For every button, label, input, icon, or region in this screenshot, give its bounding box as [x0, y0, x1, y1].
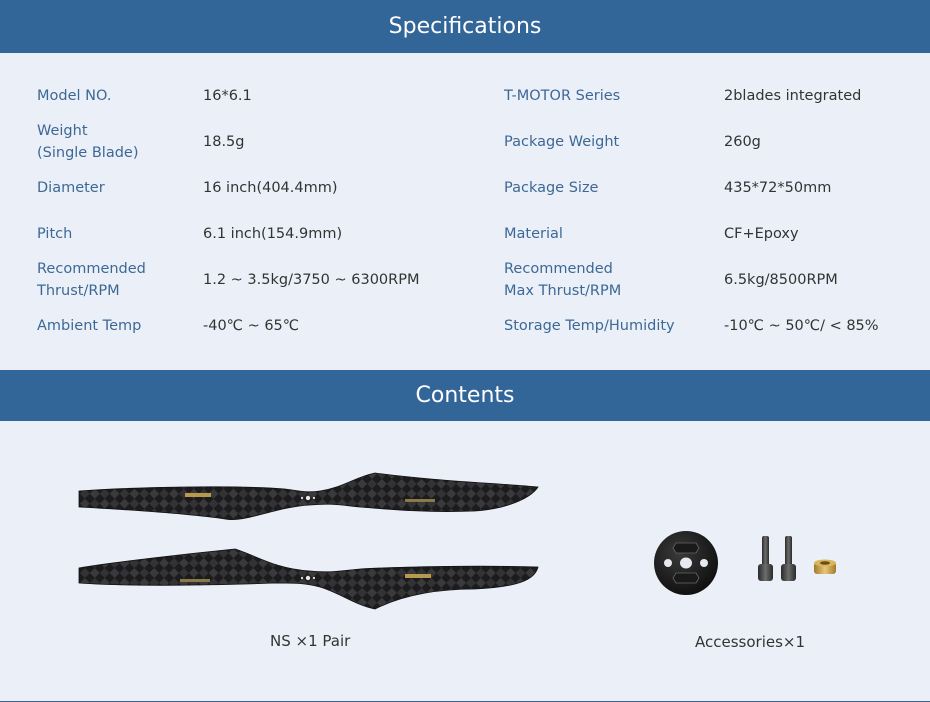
spec-value-pitch: 6.1 inch(154.9mm)	[203, 226, 343, 242]
spec-value-package-size: 435*72*50mm	[724, 180, 832, 196]
spec-label-weight-line1: Weight	[37, 123, 88, 139]
spec-value-material: CF+Epoxy	[724, 226, 799, 242]
spec-label-max-thrust-line2: Max Thrust/RPM	[504, 283, 622, 299]
spec-label-package-size: Package Size	[504, 180, 599, 196]
spec-label-series: T-MOTOR Series	[504, 88, 621, 104]
screw-icon	[781, 536, 796, 581]
spec-label-thrust: Recommended Thrust/RPM	[37, 257, 146, 303]
spec-value-package-weight: 260g	[724, 134, 761, 150]
spec-label-pitch: Pitch	[37, 226, 73, 242]
spec-label-max-thrust: Recommended Max Thrust/RPM	[504, 257, 621, 303]
spec-label-storage: Storage Temp/Humidity	[504, 318, 675, 334]
spec-value-diameter: 16 inch(404.4mm)	[203, 180, 338, 196]
contents-caption-propellers: NS ×1 Pair	[270, 632, 351, 650]
spec-value-weight: 18.5g	[203, 134, 245, 150]
specifications-header: Specifications	[0, 0, 930, 53]
spec-label-material: Material	[504, 226, 563, 242]
spec-value-thrust: 1.2 ~ 3.5kg/3750 ~ 6300RPM	[203, 272, 420, 288]
contents-title: Contents	[415, 383, 515, 408]
specifications-table: Model NO. 16*6.1 Weight (Single Blade) 1…	[0, 53, 930, 370]
spec-label-package-weight: Package Weight	[504, 134, 620, 150]
spec-label-model: Model NO.	[37, 88, 112, 104]
spec-label-weight: Weight (Single Blade)	[37, 119, 139, 165]
spec-value-model: 16*6.1	[203, 88, 252, 104]
spec-label-diameter: Diameter	[37, 180, 105, 196]
spec-value-max-thrust: 6.5kg/8500RPM	[724, 272, 838, 288]
brass-spacer-icon	[814, 559, 836, 574]
spec-label-weight-line2: (Single Blade)	[37, 145, 139, 161]
accessories-image	[654, 531, 836, 595]
contents-header: Contents	[0, 370, 930, 421]
spec-label-ambient-temp: Ambient Temp	[37, 318, 142, 334]
tmotor-logo-mark	[185, 493, 211, 497]
specifications-title: Specifications	[388, 14, 542, 39]
spec-value-ambient-temp: -40℃ ~ 65℃	[203, 318, 300, 334]
propeller-pair-image	[78, 472, 539, 610]
spec-value-storage: -10℃ ~ 50℃/ < 85%	[724, 318, 879, 334]
contents-caption-accessories: Accessories×1	[695, 633, 806, 651]
spec-label-max-thrust-line1: Recommended	[504, 261, 613, 277]
spec-value-series: 2blades integrated	[724, 88, 862, 104]
spec-label-thrust-line1: Recommended	[37, 261, 146, 277]
contents-section: NS ×1 Pair	[0, 421, 930, 701]
spec-label-thrust-line2: Thrust/RPM	[37, 283, 120, 299]
screw-icon	[758, 536, 773, 581]
